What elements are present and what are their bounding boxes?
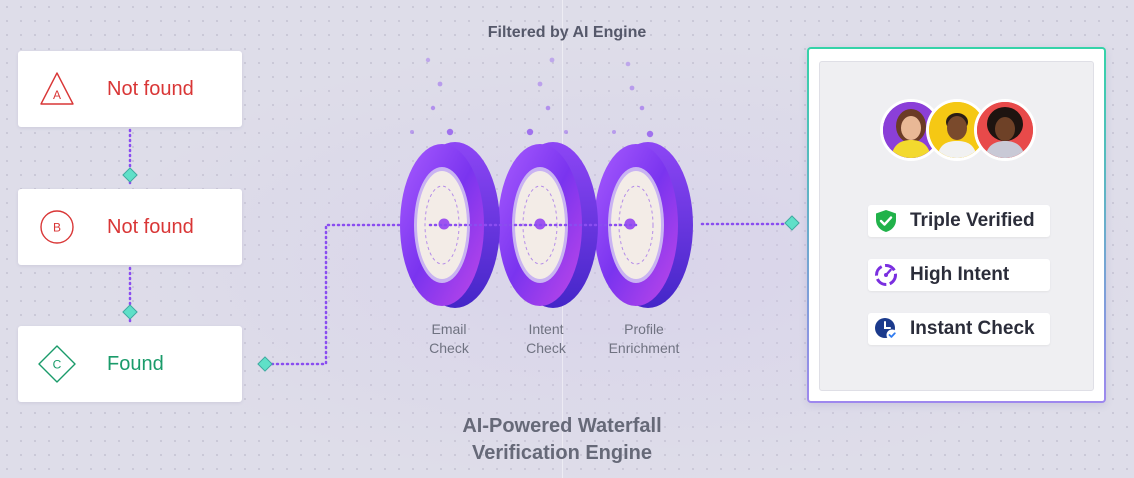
diamond-icon: C — [38, 345, 76, 383]
result-panel: Triple Verified High Intent Instant Chec… — [819, 61, 1094, 391]
node-result-in — [784, 215, 800, 231]
source-letter-a: A — [53, 88, 61, 102]
triangle-icon: A — [40, 72, 74, 105]
source-card-a: A Not found — [18, 51, 242, 127]
source-status-c: Found — [107, 353, 164, 375]
engine-title: Filtered by AI Engine — [487, 24, 647, 41]
circle-icon: B — [40, 210, 74, 244]
badge-label: Instant Check — [910, 318, 1035, 339]
shield-check-icon — [876, 210, 896, 232]
source-letter-b: B — [53, 221, 61, 235]
clock-check-icon — [875, 318, 898, 341]
avatar-group — [880, 99, 1040, 163]
result-card: Triple Verified High Intent Instant Chec… — [807, 47, 1106, 403]
gauge-icon — [875, 264, 897, 286]
badge-high-intent: High Intent — [868, 259, 1050, 291]
disc-intent-check — [498, 142, 598, 308]
particle-dots — [410, 57, 654, 138]
source-status-a: Not found — [107, 78, 194, 100]
node-b-c — [122, 304, 138, 320]
badge-instant-check: Instant Check — [868, 313, 1050, 345]
node-c-out — [257, 356, 273, 372]
avatar — [974, 99, 1036, 161]
source-letter-c: C — [53, 358, 62, 372]
source-status-b: Not found — [107, 216, 194, 238]
avatar — [926, 99, 988, 161]
connector-nodes — [122, 167, 800, 372]
node-a-b — [122, 167, 138, 183]
source-card-b: B Not found — [18, 189, 242, 265]
engine-footer-title: AI-Powered Waterfall Verification Engine — [462, 415, 662, 464]
badge-triple-verified: Triple Verified — [868, 205, 1050, 237]
badge-label: High Intent — [910, 264, 1010, 285]
badge-label: Triple Verified — [910, 210, 1035, 231]
source-card-c: C Found — [18, 326, 242, 402]
